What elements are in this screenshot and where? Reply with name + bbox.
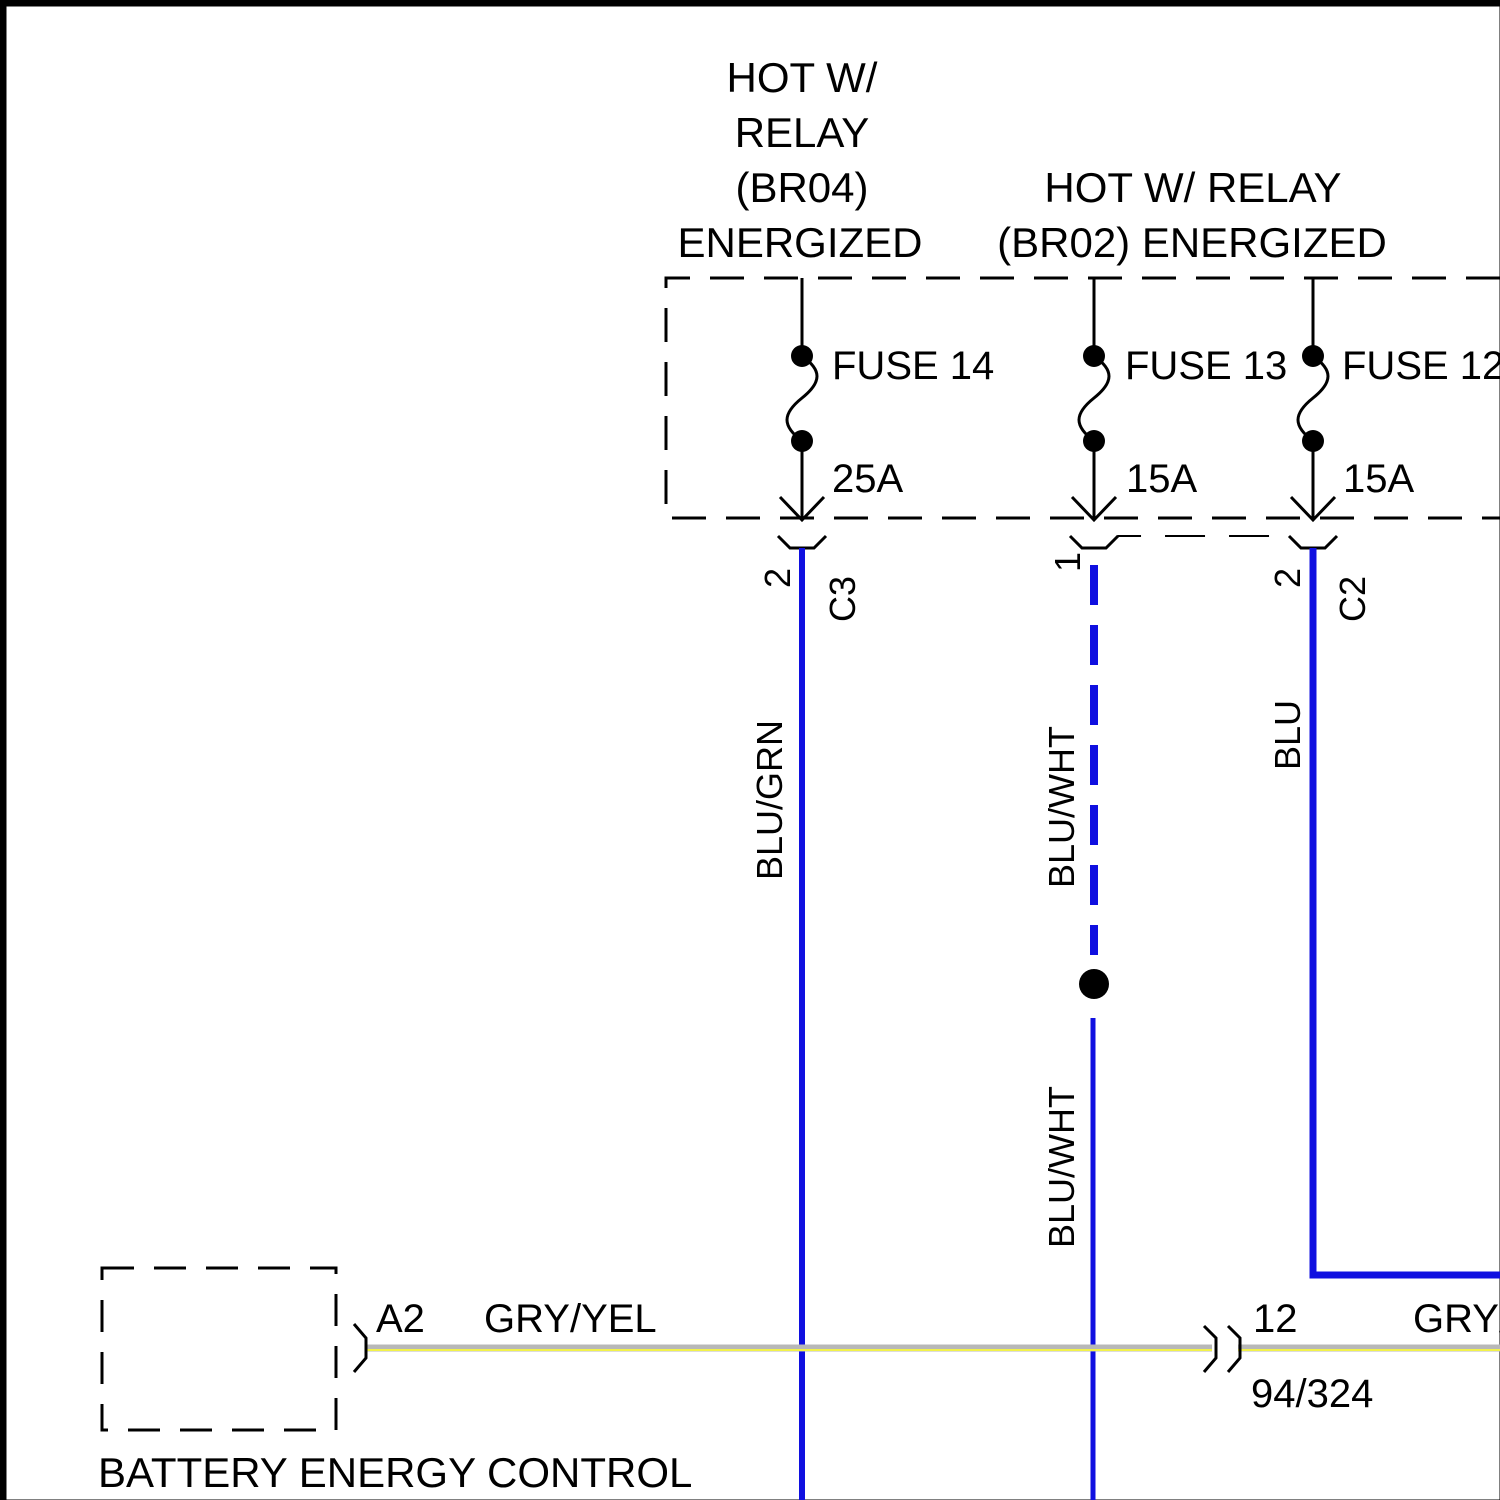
relay-br04-line2: RELAY [735, 109, 870, 156]
wire-gry-yel [366, 1348, 1500, 1350]
fuse14-connector-id: C3 [822, 576, 863, 622]
wire-gry-yel-label-left: GRY/YEL [484, 1297, 657, 1341]
relay-br04-line1: HOT W/ [727, 54, 878, 101]
fuse13-pin-number: 1 [1047, 552, 1088, 572]
fuse12-rating: 15A [1343, 457, 1414, 501]
fuse13-name: FUSE 13 [1125, 344, 1287, 388]
component-label: BATTERY ENERGY CONTROL [98, 1449, 692, 1496]
splice-dot [1079, 969, 1109, 999]
relay-br02-label: HOT W/ RELAY (BR02) ENERGIZED [997, 164, 1387, 266]
fuse12-name: FUSE 12 [1342, 344, 1500, 388]
fuse14-name: FUSE 14 [832, 344, 994, 388]
fuse-icon [1298, 345, 1328, 452]
wire-blu-wht-label-lower: BLU/WHT [1041, 1086, 1082, 1248]
wire-blu [1313, 548, 1500, 1275]
connector-group-link [1106, 536, 1289, 548]
wire-blu-grn-label: BLU/GRN [749, 720, 790, 880]
fuse12-connector-icon [1289, 536, 1337, 548]
fuse14-connector-icon [778, 536, 826, 548]
connector-a2-label: A2 [376, 1297, 425, 1341]
fuse-icon [787, 345, 817, 452]
battery-energy-control-box [102, 1268, 336, 1430]
fuse14-rating: 25A [832, 457, 903, 501]
connector-a2-icon [354, 1324, 366, 1372]
relay-br02-line1: HOT W/ RELAY [1044, 164, 1341, 211]
relay-br02-line2: (BR02) ENERGIZED [997, 219, 1387, 266]
fuse13-rating: 15A [1126, 457, 1197, 501]
wire-gry-yel-label-right: GRY/YEL [1413, 1297, 1500, 1341]
fuse12-connector-id: C2 [1332, 576, 1373, 622]
wire-blu-wht-label-upper: BLU/WHT [1041, 726, 1082, 888]
wire-blu-label: BLU [1267, 700, 1308, 770]
inline-connector-pin: 12 [1253, 1297, 1298, 1341]
fuse14-pin-number: 2 [757, 568, 798, 588]
fuse12-pin-number: 2 [1267, 568, 1308, 588]
fuse-icon [1079, 345, 1109, 452]
relay-br04-label: HOT W/ RELAY (BR04) ENERGIZED [677, 54, 922, 266]
inline-connector-id: 94/324 [1251, 1372, 1373, 1416]
relay-br04-line4: ENERGIZED [677, 219, 922, 266]
relay-br04-line3: (BR04) [735, 164, 868, 211]
